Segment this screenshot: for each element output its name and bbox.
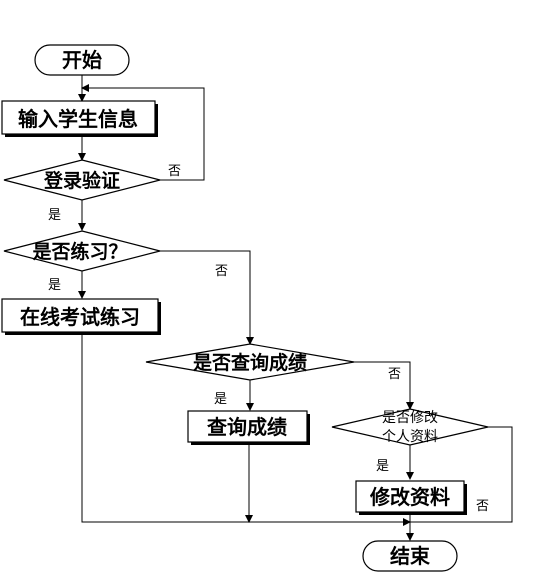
end-node: 结束 xyxy=(362,540,458,572)
label-login-no: 否 xyxy=(168,164,181,179)
label-query-yes: 是 xyxy=(214,392,227,407)
label-practice-yes: 是 xyxy=(48,278,61,293)
edge-login-no-loop xyxy=(81,84,205,181)
input-info-label: 输入学生信息 xyxy=(18,107,138,131)
start-label: 开始 xyxy=(62,48,102,72)
practice-check-node: 是否练习？ xyxy=(3,230,161,272)
edge-exam-merge xyxy=(81,335,248,523)
login-check-label: 登录验证 xyxy=(43,169,120,192)
label-modify-no: 否 xyxy=(476,499,489,514)
end-label: 结束 xyxy=(390,544,431,568)
label-login-yes: 是 xyxy=(48,208,61,223)
query-scores-node: 查询成绩 xyxy=(187,410,310,445)
modify-check-node: 是否修改 个人资料 xyxy=(331,408,489,446)
modify-check-label-1: 是否修改 xyxy=(382,410,438,426)
query-scores-label: 查询成绩 xyxy=(207,415,287,439)
label-practice-no: 否 xyxy=(215,264,228,279)
label-modify-yes: 是 xyxy=(376,459,389,474)
online-exam-node: 在线考试练习 xyxy=(1,298,161,335)
edge-modify-no xyxy=(410,426,513,523)
practice-check-label: 是否练习？ xyxy=(32,240,127,263)
modify-check-label-2: 个人资料 xyxy=(382,429,438,445)
query-check-label: 是否查询成绩 xyxy=(193,351,307,374)
query-check-node: 是否查询成绩 xyxy=(145,343,355,381)
modify-info-label: 修改资料 xyxy=(369,485,450,509)
online-exam-label: 在线考试练习 xyxy=(20,305,140,329)
start-node: 开始 xyxy=(34,44,130,76)
modify-info-node: 修改资料 xyxy=(355,480,467,515)
input-info-node: 输入学生信息 xyxy=(1,100,158,137)
edge-practice-no xyxy=(160,250,254,345)
edge-query-no xyxy=(354,361,414,410)
label-query-no: 否 xyxy=(388,367,401,382)
login-check-node: 登录验证 xyxy=(3,159,161,201)
